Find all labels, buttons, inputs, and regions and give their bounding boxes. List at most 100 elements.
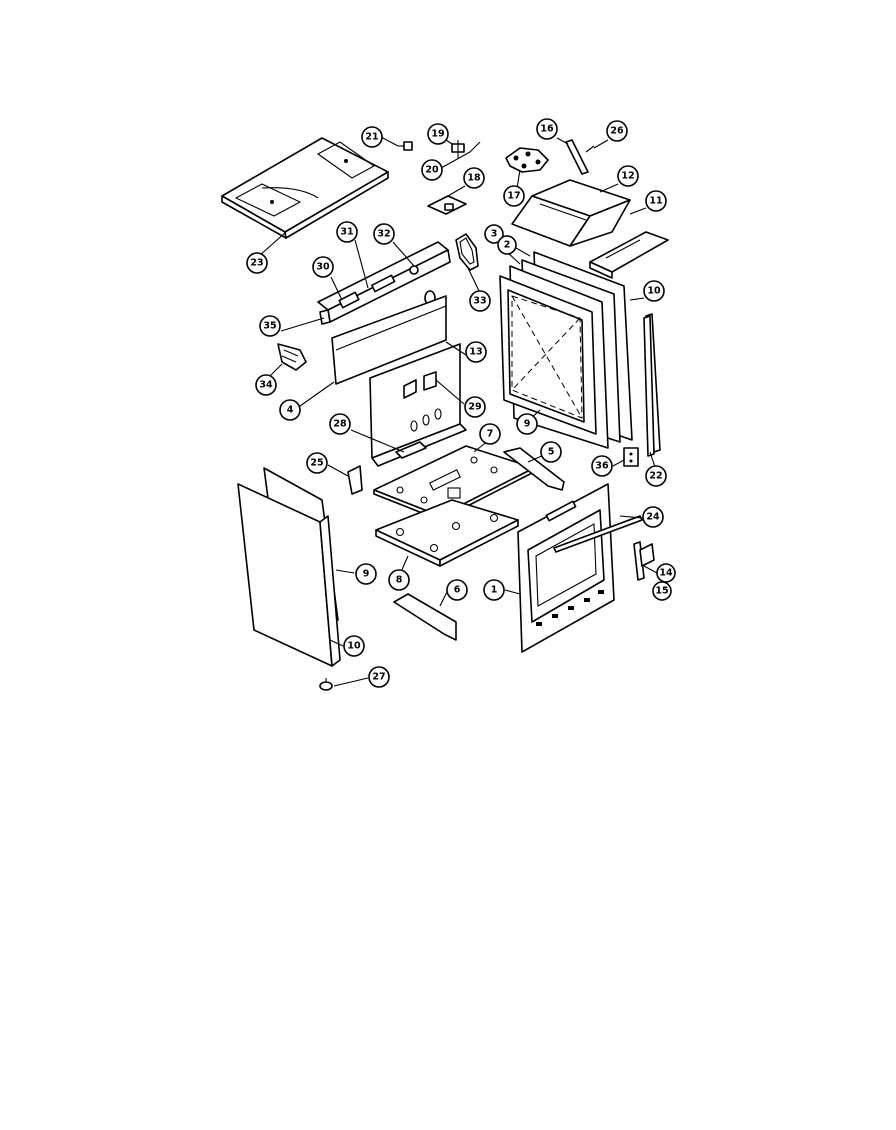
part-gasket-33	[455, 233, 479, 271]
part-oven-window-9	[499, 275, 597, 435]
callout-14: 14	[656, 563, 676, 583]
callout-21: 21	[361, 126, 383, 148]
part-kick-plate-6	[393, 593, 457, 641]
part-oven-door-1	[517, 483, 615, 653]
callout-26: 26	[606, 120, 628, 142]
svg-text:20: 20	[425, 165, 439, 176]
svg-text:29: 29	[468, 402, 481, 413]
svg-text:12: 12	[621, 171, 634, 182]
svg-text:1: 1	[491, 585, 498, 596]
svg-text:2: 2	[504, 240, 511, 251]
callout-6: 6	[446, 579, 468, 601]
part-pin-20	[469, 141, 481, 153]
callout-25: 25	[306, 452, 328, 474]
part-bracket-5	[503, 447, 565, 491]
svg-text:6: 6	[454, 585, 461, 596]
part-bracket-25	[347, 465, 363, 495]
svg-text:8: 8	[396, 575, 403, 586]
part-screw-21	[398, 141, 413, 151]
svg-text:14: 14	[659, 568, 673, 579]
callout-4: 4	[279, 399, 301, 421]
part-hinge-plate-36	[623, 447, 639, 467]
callout-34: 34	[255, 374, 277, 396]
svg-text:25: 25	[310, 458, 323, 469]
svg-text:15: 15	[655, 586, 668, 597]
part-valve-19	[451, 140, 465, 158]
callout-10-upper: 10	[643, 280, 665, 302]
svg-text:27: 27	[372, 672, 385, 683]
svg-text:10: 10	[347, 641, 361, 652]
svg-text:4: 4	[287, 405, 294, 416]
part-side-panel-9-10	[237, 467, 341, 667]
callout-8: 8	[388, 569, 410, 591]
callout-13: 13	[465, 341, 487, 363]
svg-text:3: 3	[491, 229, 498, 240]
callout-33: 33	[469, 290, 491, 312]
part-knob-34	[277, 343, 307, 371]
part-handle-24	[553, 515, 643, 553]
part-front-panel-4	[331, 295, 447, 385]
svg-text:22: 22	[649, 471, 662, 482]
callout-11: 11	[645, 190, 667, 212]
callout-3: 3	[484, 224, 504, 244]
callout-28: 28	[329, 413, 351, 435]
part-cooktop-23	[221, 137, 389, 239]
svg-text:13: 13	[469, 347, 482, 358]
svg-text:17: 17	[507, 191, 520, 202]
svg-text:19: 19	[431, 129, 444, 140]
part-leveling-foot-27	[319, 678, 333, 691]
svg-text:33: 33	[473, 296, 486, 307]
part-hardware-17	[505, 147, 549, 173]
svg-text:9: 9	[363, 569, 370, 580]
svg-text:30: 30	[316, 262, 330, 273]
svg-text:10: 10	[647, 286, 661, 297]
callout-22: 22	[645, 465, 667, 487]
svg-text:18: 18	[467, 173, 481, 184]
svg-text:7: 7	[487, 429, 494, 440]
svg-text:36: 36	[595, 461, 609, 472]
part-manifold-assembly	[317, 241, 451, 325]
callout-30: 30	[312, 256, 334, 278]
svg-text:23: 23	[250, 258, 263, 269]
part-front-trim-11	[589, 231, 669, 279]
callout-19: 19	[427, 123, 449, 145]
callout-7: 7	[479, 423, 501, 445]
part-top-panel-12	[511, 179, 631, 247]
callout-31: 31	[336, 221, 358, 243]
callout-10-lower: 10	[343, 635, 365, 657]
callout-27: 27	[368, 666, 390, 688]
part-bracket-28	[395, 441, 427, 459]
svg-text:35: 35	[263, 321, 276, 332]
svg-text:26: 26	[610, 126, 624, 137]
svg-text:28: 28	[333, 419, 347, 430]
callout-32: 32	[373, 223, 395, 245]
svg-text:34: 34	[259, 380, 273, 391]
callout-36: 36	[591, 455, 613, 477]
part-rod-16	[565, 139, 589, 175]
part-strip-22	[643, 315, 655, 457]
part-clip-26	[585, 145, 595, 153]
callout-15: 15	[652, 581, 672, 601]
callout-9-upper: 9	[516, 413, 538, 435]
part-bottom-panel-8	[375, 499, 519, 567]
callout-29: 29	[464, 396, 486, 418]
callout-20: 20	[421, 159, 443, 181]
svg-text:21: 21	[365, 132, 378, 143]
callout-2: 2	[497, 235, 517, 255]
svg-text:16: 16	[540, 124, 554, 135]
svg-text:5: 5	[548, 447, 555, 458]
part-bracket-18	[427, 195, 467, 215]
svg-text:32: 32	[377, 229, 390, 240]
callout-35: 35	[259, 315, 281, 337]
svg-text:31: 31	[340, 227, 353, 238]
callout-1: 1	[483, 579, 505, 601]
callout-17: 17	[503, 185, 525, 207]
callout-12: 12	[617, 165, 639, 187]
callout-23: 23	[246, 252, 268, 274]
part-hinge-14-15	[633, 541, 655, 581]
callout-18: 18	[463, 167, 485, 189]
callout-5: 5	[540, 441, 562, 463]
svg-text:24: 24	[646, 512, 660, 523]
